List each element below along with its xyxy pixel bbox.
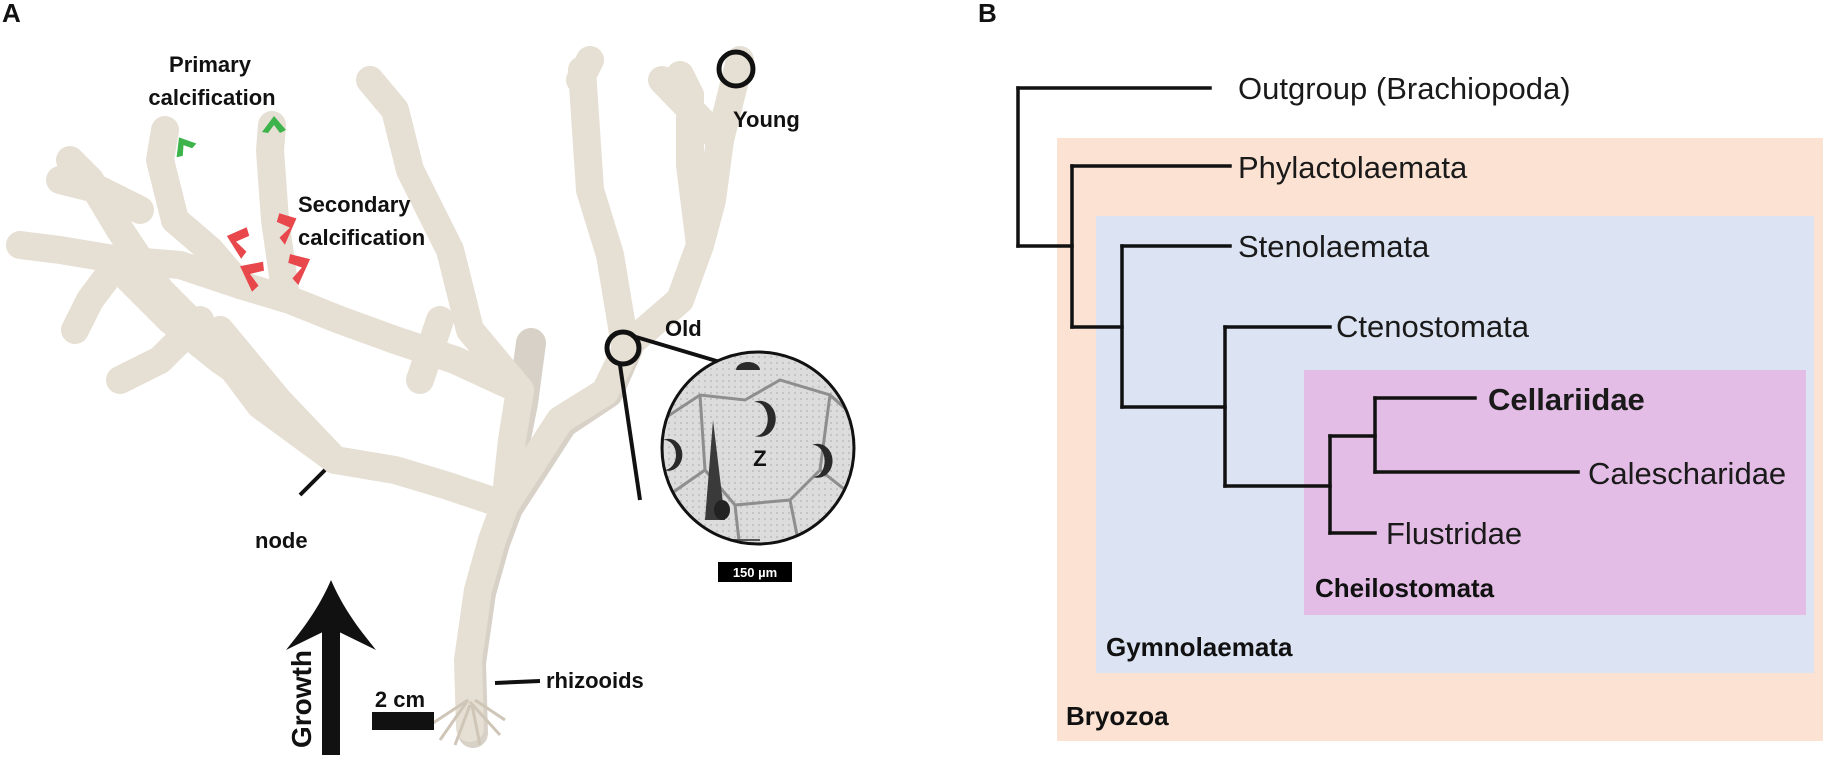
group-cheilostomata: Cheilostomata — [1315, 573, 1495, 603]
taxon-cellariidae: Cellariidae — [1488, 382, 1645, 417]
inset-scale-label: 150 µm — [733, 565, 777, 580]
young-label: Young — [733, 107, 800, 132]
group-bryozoa: Bryozoa — [1066, 701, 1169, 731]
rhizooids-label: rhizooids — [546, 668, 644, 693]
node-pointer-line — [298, 468, 327, 497]
panel-b-letter: B — [978, 0, 997, 28]
taxon-ctenostomata: Ctenostomata — [1336, 309, 1530, 344]
rhizooids-illustration — [429, 698, 506, 746]
scale-bar-label: 2 cm — [375, 687, 425, 712]
taxon-calescharidae: Calescharidae — [1588, 456, 1786, 491]
primary-calcification-label-1: Primary — [169, 52, 252, 77]
primary-calcification-arrows — [176, 116, 286, 158]
panel-a: A — [2, 0, 856, 755]
phylogenetic-tree — [1016, 86, 1580, 535]
inset-scale-bar — [718, 562, 792, 582]
scale-bar — [372, 712, 434, 730]
growth-label: Growth — [286, 650, 317, 748]
inset-zooid-label: Z — [753, 446, 766, 471]
rhizooids-pointer-line — [494, 679, 541, 685]
secondary-calcification-arrows — [226, 213, 311, 292]
primary-calcification-label-2: calcification — [148, 85, 275, 110]
group-gymnolaemata: Gymnolaemata — [1106, 632, 1293, 662]
secondary-calcification-label-2: calcification — [298, 225, 425, 250]
secondary-calcification-label-1: Secondary — [298, 192, 411, 217]
old-label: Old — [665, 316, 702, 341]
young-marker-circle — [716, 49, 756, 89]
sem-inset: Z 150 µm — [660, 350, 856, 582]
taxon-outgroup: Outgroup (Brachiopoda) — [1238, 71, 1571, 106]
node-label: node — [255, 528, 308, 553]
inset-connector-left — [618, 364, 642, 501]
cheilostomata-box — [1304, 370, 1806, 615]
panel-b: B Outgroup (Brachiopoda) Phy — [978, 0, 1823, 741]
taxon-stenolaemata: Stenolaemata — [1238, 229, 1430, 264]
taxon-flustridae: Flustridae — [1386, 516, 1522, 551]
old-marker-circle — [604, 329, 642, 367]
panel-a-letter: A — [2, 0, 21, 28]
taxon-phylactolaemata: Phylactolaemata — [1238, 150, 1468, 185]
growth-arrow — [286, 580, 376, 755]
colony-illustration — [6, 46, 754, 748]
